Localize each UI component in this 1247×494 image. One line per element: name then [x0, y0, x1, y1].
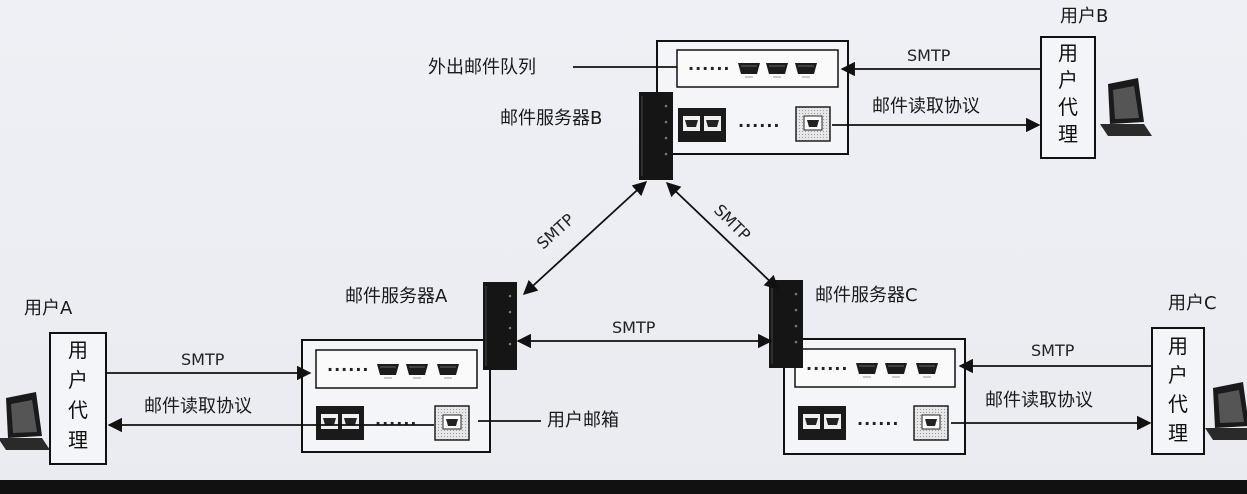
read-protocol-label-c: 邮件读取协议: [985, 390, 1093, 411]
user-c-label: 用户C: [1168, 293, 1217, 314]
svg-text:······: ······: [327, 360, 369, 379]
user-agent-a-char: 代: [68, 398, 88, 422]
server-a-label: 邮件服务器A: [345, 286, 448, 307]
read-protocol-label-a: 邮件读取协议: [144, 396, 252, 417]
laptop-computer-icon: [1205, 382, 1247, 440]
mailbox-label: 用户邮箱: [547, 410, 619, 431]
user-agent-c-char: 理: [1168, 421, 1188, 445]
mailbox-icon: [795, 106, 831, 142]
user-agent-c-char: 代: [1168, 392, 1188, 416]
server-tower-icon: [769, 280, 803, 368]
mailbox-icon: [798, 406, 846, 440]
smtp-label-a: SMTP: [181, 350, 225, 369]
user-agent-b-char: 户: [1058, 68, 1078, 92]
user-agent-a-char: 理: [68, 428, 88, 452]
read-protocol-label-b: 邮件读取协议: [872, 96, 980, 117]
svg-text:······: ······: [738, 116, 780, 135]
smtp-label-c: SMTP: [1031, 341, 1075, 360]
mail-server-b: ······ ······: [656, 40, 849, 155]
svg-text:······: ······: [806, 359, 848, 378]
server-c-label: 邮件服务器C: [815, 285, 918, 306]
user-agent-a: [49, 332, 107, 465]
smtp-label-a-b: SMTP: [533, 210, 578, 253]
user-agent-b: [1040, 36, 1096, 159]
user-agent-b-char: 代: [1058, 95, 1078, 119]
bottom-bar: [0, 480, 1247, 494]
laptop-computer-icon: [1100, 78, 1152, 136]
user-agent-c-char: 户: [1168, 363, 1188, 387]
user-a-label: 用户A: [24, 298, 73, 319]
svg-text:······: ······: [375, 414, 417, 433]
mailbox-icon: [913, 405, 949, 441]
user-agent-a-char: 户: [68, 368, 88, 392]
connection-lines: [107, 61, 1152, 433]
smtp-label-a-c: SMTP: [612, 318, 656, 337]
mailbox-icon: [434, 405, 470, 441]
server-b-label: 邮件服务器B: [500, 108, 602, 129]
user-agent-b-char: 理: [1058, 122, 1078, 146]
svg-text:······: ······: [688, 59, 730, 78]
user-b-label: 用户B: [1060, 6, 1108, 27]
user-agent-c: [1151, 327, 1205, 455]
mail-server-c: ······ ······: [783, 338, 966, 455]
laptop-computer-icon: [0, 392, 50, 450]
mailbox-icon: [678, 108, 726, 142]
user-agent-c-char: 用: [1168, 334, 1188, 358]
server-tower-icon: [483, 282, 517, 370]
mailbox-icon: [316, 406, 364, 440]
outgoing-queue-label: 外出邮件队列: [428, 57, 536, 78]
smtp-label-b-c: SMTP: [710, 200, 754, 244]
user-agent-b-char: 用: [1058, 41, 1078, 65]
user-agent-a-char: 用: [68, 338, 88, 362]
mail-server-a: ······ ······: [301, 339, 491, 453]
server-tower-icon: [639, 92, 673, 180]
svg-text:······: ······: [857, 414, 899, 433]
smtp-label-b: SMTP: [907, 46, 951, 65]
